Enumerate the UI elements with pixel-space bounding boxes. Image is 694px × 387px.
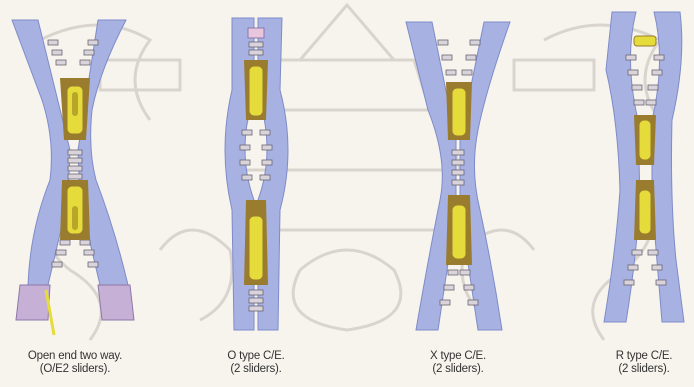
slider-bottom — [446, 195, 472, 265]
zipper-open-end-two-way — [0, 0, 150, 350]
caption-line-1: Open end two way. — [0, 350, 150, 363]
open-end-zipper-illustration — [0, 0, 150, 350]
caption-line-2: (2 sliders). — [196, 363, 316, 376]
caption-line-1: R type C/E. — [594, 350, 694, 363]
caption-r-type: R type C/E. (2 sliders). — [594, 350, 694, 376]
top-stop — [248, 28, 264, 38]
caption-line-1: O type C/E. — [196, 350, 316, 363]
caption-line-2: (2 sliders). — [398, 363, 518, 376]
zipper-r-type — [596, 0, 694, 350]
x-type-zipper-illustration — [398, 0, 518, 350]
slider-bottom — [60, 180, 90, 240]
caption-o-type: O type C/E. (2 sliders). — [196, 350, 316, 376]
top-stop — [634, 36, 656, 46]
right-end-box — [98, 285, 134, 320]
slider-bottom — [634, 180, 656, 240]
caption-x-type: X type C/E. (2 sliders). — [398, 350, 518, 376]
r-type-zipper-illustration — [596, 0, 694, 350]
caption-line-2: (2 sliders). — [594, 363, 694, 376]
o-type-zipper-illustration — [196, 0, 316, 350]
right-tape — [460, 22, 510, 330]
slider-top — [634, 115, 656, 165]
left-tape — [406, 22, 456, 330]
zipper-x-type — [398, 0, 518, 350]
caption-line-1: X type C/E. — [398, 350, 518, 363]
slider-bottom — [244, 200, 268, 285]
caption-line-2: (O/E2 sliders). — [0, 363, 150, 376]
slider-top — [446, 82, 472, 140]
caption-open-end-two-way: Open end two way. (O/E2 sliders). — [0, 350, 150, 376]
zipper-o-type — [196, 0, 316, 350]
slider-top — [244, 60, 268, 120]
slider-top — [60, 78, 90, 140]
